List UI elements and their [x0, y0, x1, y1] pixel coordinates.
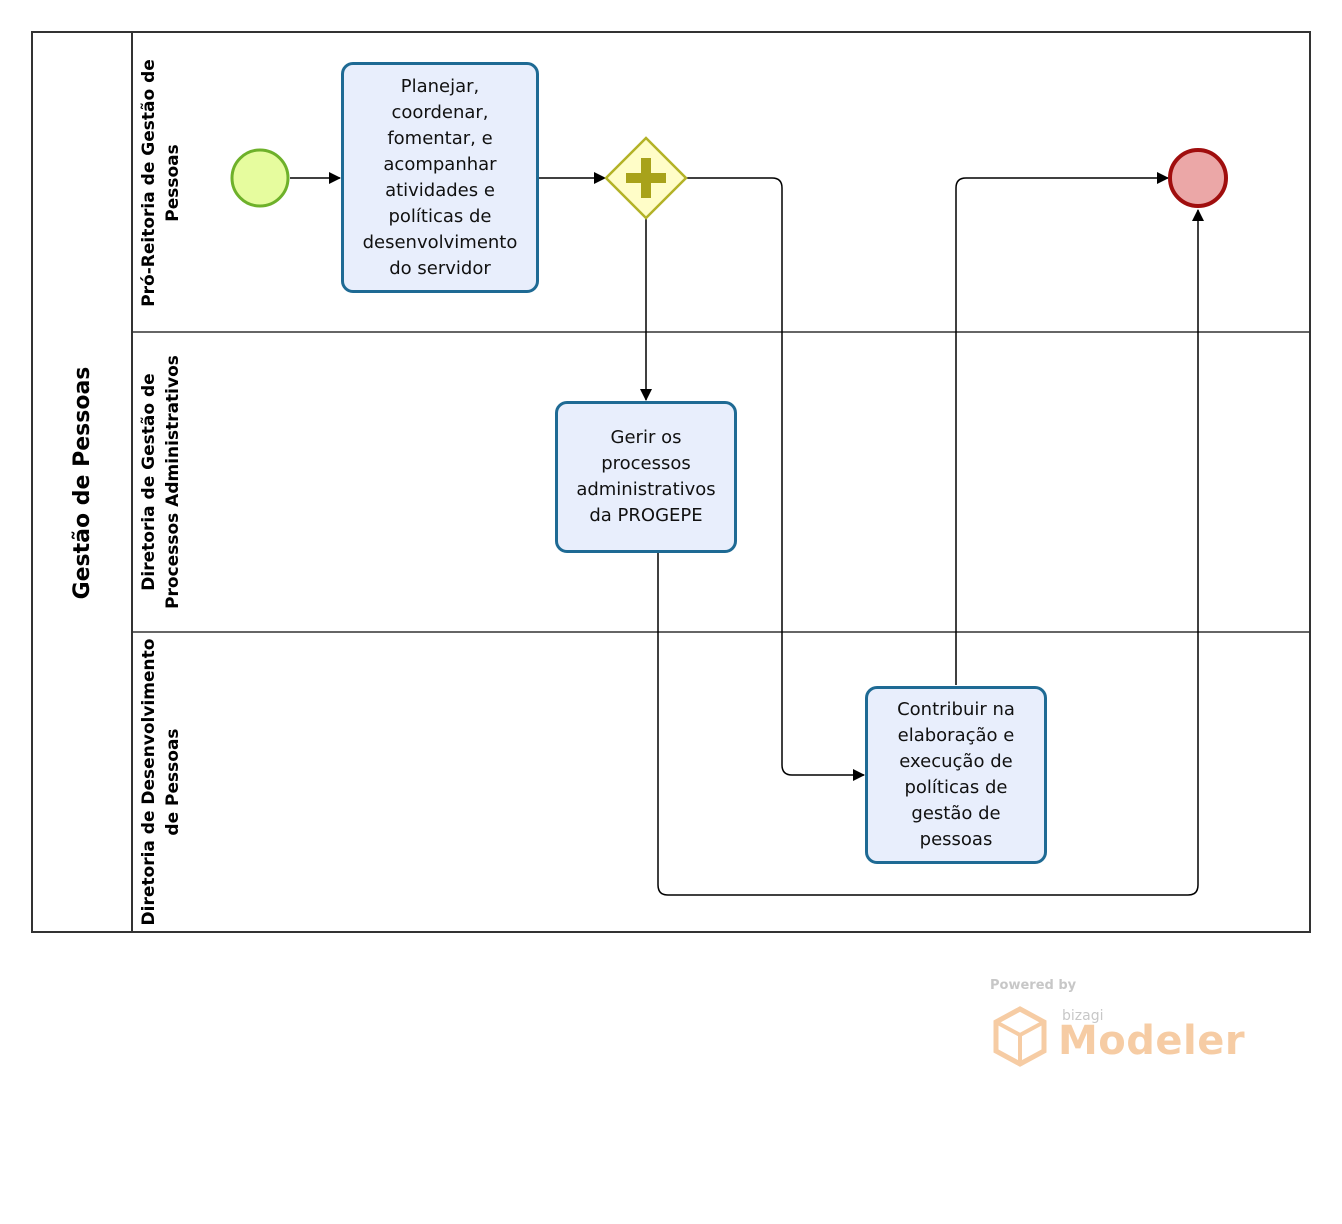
watermark-brand: bizagi — [1062, 1008, 1104, 1024]
flow-manage-to-end — [657, 209, 1204, 896]
lane-title-diretoria-desenvolvimento: Diretoria de Desenvolvimento de Pessoas — [139, 638, 183, 926]
pool-border — [31, 31, 1311, 933]
flow-gateway-to-contribute — [686, 177, 865, 781]
lane-title-pro-reitoria: Pró-Reitoria de Gestão de Pessoas — [139, 59, 183, 307]
bizagi-logo-icon — [993, 1006, 1047, 1067]
watermark-product: Modeler — [1058, 1018, 1246, 1064]
watermark-powered-by: Powered by — [990, 978, 1077, 993]
parallel-gateway[interactable] — [604, 136, 688, 220]
task-planejar[interactable]: Planejar, coordenar, fomentar, e acompan… — [341, 62, 539, 293]
lane-title-diretoria-processos: Diretoria de Gestão de Processos Adminis… — [139, 355, 183, 609]
start-event[interactable] — [230, 148, 290, 208]
task-gerir-processos[interactable]: Gerir os processos administrativos da PR… — [555, 401, 737, 553]
task-contribuir[interactable]: Contribuir na elaboração e execução de p… — [865, 686, 1047, 864]
pool-title: Gestão de Pessoas — [69, 366, 95, 600]
flow-contribute-to-end — [955, 172, 1169, 685]
end-event[interactable] — [1168, 148, 1228, 208]
